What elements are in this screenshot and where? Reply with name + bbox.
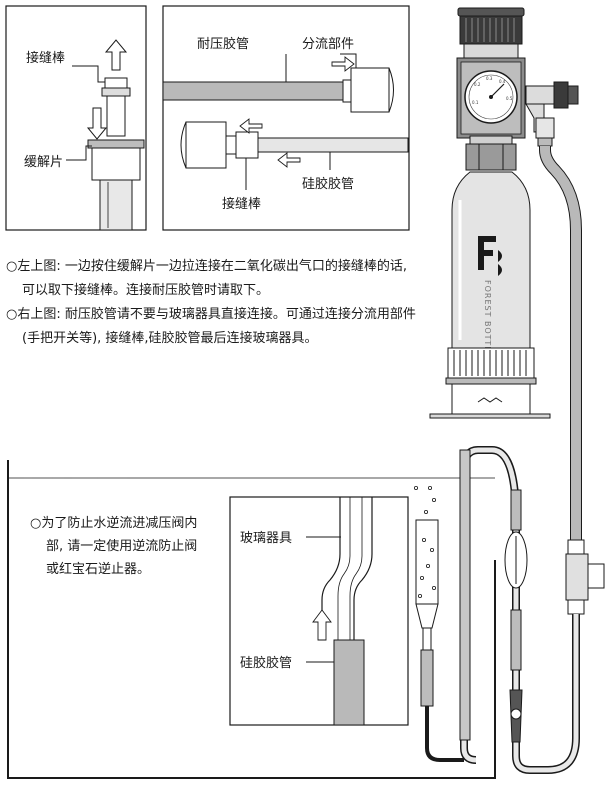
aquarium-tank <box>7 460 496 779</box>
glass-diffuser <box>413 485 464 762</box>
push-up-arrow-icon <box>312 609 332 641</box>
note-check-valve: ○为了防止水逆流进减压阀内部, 请一定使用逆流防止阀或红宝石逆止器。 <box>30 516 198 577</box>
label-glass-device: 玻璃器具 <box>240 531 292 546</box>
check-valve <box>565 539 605 615</box>
label-pressure-hose: 耐压胶管 <box>197 36 249 52</box>
label-silicone-tube-detail: 硅胶胶管 <box>240 655 292 671</box>
gauge-number: 0.5 <box>506 96 513 101</box>
instruction-notes-top: ○左上图: 一边按住缓解片一边拉连接在二氧化碳出气口的接缝棒的话, 可以取下接缝… <box>6 255 416 351</box>
gauge-number: 0.1 <box>472 100 479 105</box>
label-splitter: 分流部件 <box>302 37 354 52</box>
joint-rod-part <box>101 77 131 137</box>
label-silicone-tube-right: 硅胶胶管 <box>302 176 354 192</box>
bottle-logo <box>478 236 502 276</box>
gauge-number: 0.3 <box>486 76 493 81</box>
arrow-left-icon-2 <box>277 152 301 168</box>
instruction-note-check-valve: ○为了防止水逆流进减压阀内部, 请一定使用逆流防止阀或红宝石逆止器。 <box>30 512 210 581</box>
gauge-number: 0.4 <box>499 79 506 84</box>
note-left-image: ○左上图: 一边按住缓解片一边拉连接在二氧化碳出气口的接缝棒的话, 可以取下接缝… <box>6 259 407 298</box>
bottle-brand-text: FOREST BOTTLE <box>483 280 492 358</box>
inline-bubble-counter <box>504 489 528 743</box>
gauge-number: 0.2 <box>474 82 481 87</box>
pull-up-arrow-icon <box>104 39 128 71</box>
note-right-image: ○右上图: 耐压胶管请不要与玻璃器具直接连接。可通过连接分流用部件 (手把开关等… <box>6 307 416 346</box>
label-joint-rod-right: 接缝棒 <box>222 196 261 212</box>
detail-box-joint-rod: 接缝棒 缓解片 <box>5 5 147 231</box>
arrow-right-icon <box>331 56 355 72</box>
detail-box-hose-connection: 耐压胶管 分流部件 硅胶胶管 接缝棒 <box>162 5 410 231</box>
detail-box-glass-device: 玻璃器具 硅胶胶管 <box>229 496 409 726</box>
label-relief-piece: 缓解片 <box>24 155 63 170</box>
regulator-outlet <box>525 81 579 147</box>
press-down-arrow-icon <box>86 107 108 140</box>
co2-bottle-assembly: 0.1 0.2 0.3 0.4 0.5 FOREST BOTTLE <box>429 7 551 419</box>
label-joint-rod-left: 接缝棒 <box>26 50 65 66</box>
arrow-left-icon-1 <box>239 118 263 134</box>
